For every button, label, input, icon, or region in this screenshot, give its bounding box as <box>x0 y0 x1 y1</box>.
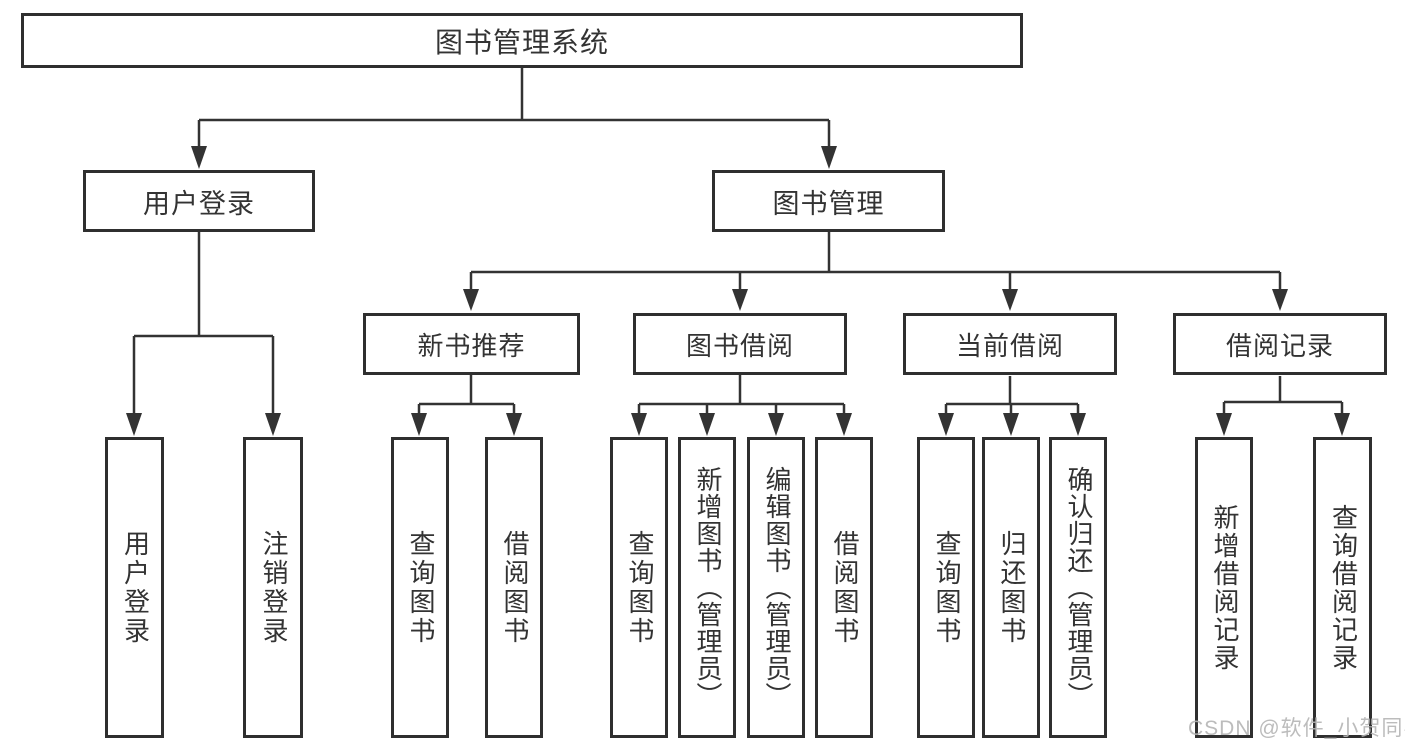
connector-current-borrow <box>944 376 1080 416</box>
connector-user-login <box>132 232 275 415</box>
leaf-query-book-recommend: 查询图书 <box>391 437 449 738</box>
leaf-query-book-current: 查询图书 <box>917 437 975 738</box>
node-book-mgmt: 图书管理 <box>712 170 945 232</box>
leaf-add-borrow-record: 新增借阅记录 <box>1195 437 1253 738</box>
leaf-add-book-admin: 新增图书（管理员） <box>678 437 736 738</box>
leaf-confirm-return-admin: 确认归还（管理员） <box>1049 437 1107 738</box>
node-new-book-recommend: 新书推荐 <box>363 313 580 375</box>
leaf-borrow-book-recommend: 借阅图书 <box>485 437 543 738</box>
connector-book-borrow <box>637 375 846 416</box>
leaf-edit-book-admin: 编辑图书（管理员） <box>747 437 805 738</box>
leaf-user-login: 用户登录 <box>105 437 164 738</box>
csdn-watermark: CSDN @软件_小贺同学 <box>1188 717 1405 740</box>
node-current-borrow: 当前借阅 <box>903 313 1117 375</box>
connector-borrow-records <box>1222 376 1344 416</box>
leaf-borrow-book: 借阅图书 <box>815 437 873 738</box>
leaf-query-borrow-record: 查询借阅记录 <box>1313 437 1372 738</box>
leaf-return-book: 归还图书 <box>982 437 1040 738</box>
node-book-borrow: 图书借阅 <box>633 313 847 375</box>
connector-new-book <box>417 375 516 416</box>
connector-book-mgmt <box>469 232 1282 290</box>
leaf-logout: 注销登录 <box>243 437 303 738</box>
arrowheads <box>126 146 1350 436</box>
connector-root <box>197 68 831 148</box>
node-borrow-records: 借阅记录 <box>1173 313 1387 375</box>
leaf-query-book-borrow: 查询图书 <box>610 437 668 738</box>
node-root: 图书管理系统 <box>21 13 1023 68</box>
node-user-login: 用户登录 <box>83 170 315 232</box>
